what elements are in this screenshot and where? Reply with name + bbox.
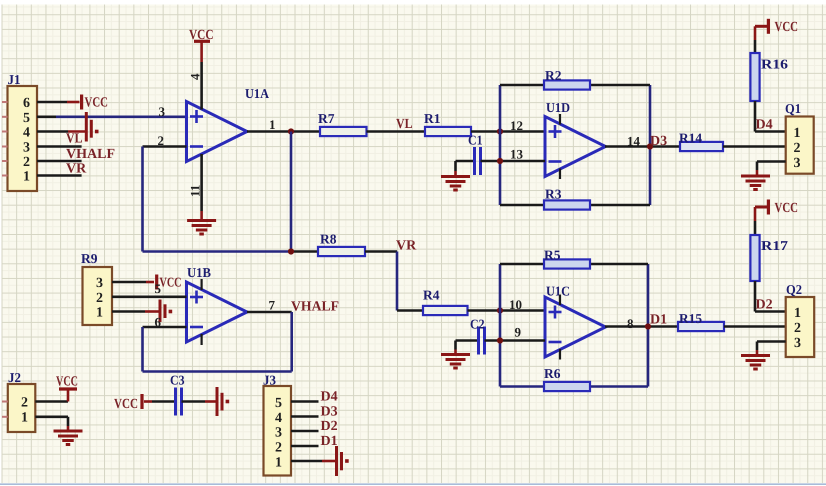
svg-text:D4: D4 (756, 118, 773, 133)
svg-text:10: 10 (509, 297, 522, 312)
svg-text:U1C: U1C (546, 284, 570, 299)
svg-text:D4: D4 (321, 390, 338, 405)
svg-text:U1A: U1A (245, 86, 269, 101)
svg-text:Q2: Q2 (786, 282, 802, 297)
svg-text:1: 1 (794, 126, 801, 141)
svg-text:3: 3 (275, 425, 282, 440)
svg-text:C1: C1 (468, 133, 483, 148)
svg-text:2: 2 (21, 396, 28, 411)
svg-text:8: 8 (627, 316, 634, 331)
svg-text:VCC: VCC (775, 201, 799, 216)
svg-text:13: 13 (510, 147, 524, 162)
svg-text:1: 1 (96, 306, 103, 321)
svg-text:1: 1 (21, 411, 28, 426)
svg-text:2: 2 (275, 440, 282, 455)
svg-text:3: 3 (794, 336, 801, 351)
svg-text:VHALF: VHALF (291, 300, 339, 315)
svg-text:VL: VL (66, 132, 83, 147)
svg-text:VCC: VCC (114, 397, 138, 412)
svg-text:R15: R15 (679, 311, 702, 326)
svg-text:2: 2 (96, 291, 103, 306)
svg-text:VCC: VCC (56, 375, 78, 390)
svg-text:3: 3 (96, 276, 103, 291)
svg-text:R5: R5 (544, 248, 561, 263)
svg-text:4: 4 (188, 73, 203, 80)
svg-text:J3: J3 (263, 373, 276, 388)
svg-text:U1B: U1B (187, 265, 211, 280)
svg-text:R2: R2 (545, 68, 562, 83)
svg-text:D1: D1 (650, 313, 667, 328)
svg-text:1: 1 (275, 455, 282, 470)
svg-text:R3: R3 (545, 187, 562, 202)
svg-text:D2: D2 (321, 419, 338, 434)
svg-text:D3: D3 (321, 405, 338, 420)
svg-text:VR: VR (396, 239, 417, 254)
svg-text:C3: C3 (170, 373, 185, 388)
svg-text:3: 3 (159, 104, 166, 119)
svg-text:3: 3 (23, 141, 30, 156)
svg-text:6: 6 (23, 96, 30, 111)
svg-text:2: 2 (158, 133, 165, 148)
svg-text:Q1: Q1 (785, 101, 801, 116)
svg-text:U1D: U1D (546, 100, 570, 115)
svg-text:J2: J2 (8, 370, 21, 385)
svg-text:R16: R16 (761, 57, 788, 72)
svg-text:4: 4 (275, 411, 282, 426)
svg-text:VCC: VCC (85, 96, 109, 111)
svg-text:12: 12 (510, 118, 523, 133)
svg-text:3: 3 (794, 156, 801, 171)
svg-text:6: 6 (155, 315, 162, 330)
svg-text:2: 2 (794, 141, 801, 156)
svg-text:1: 1 (794, 306, 801, 321)
svg-text:4: 4 (23, 126, 30, 141)
svg-text:VR: VR (66, 162, 87, 177)
svg-text:14: 14 (627, 134, 641, 149)
svg-text:R6: R6 (544, 366, 561, 381)
svg-text:2: 2 (23, 155, 30, 170)
svg-text:D3: D3 (650, 134, 667, 149)
svg-text:5: 5 (23, 111, 30, 126)
svg-text:5: 5 (155, 281, 162, 296)
svg-text:D2: D2 (756, 298, 773, 313)
svg-text:2: 2 (794, 321, 801, 336)
svg-text:7: 7 (269, 298, 276, 313)
svg-text:11: 11 (188, 185, 203, 197)
svg-text:1: 1 (269, 117, 276, 132)
svg-text:9: 9 (515, 325, 522, 340)
svg-text:D1: D1 (321, 434, 338, 449)
svg-text:R7: R7 (318, 111, 335, 126)
svg-text:VCC: VCC (189, 28, 214, 43)
svg-text:VCC: VCC (160, 275, 182, 290)
svg-text:R4: R4 (423, 288, 440, 303)
svg-text:C2: C2 (470, 317, 485, 332)
svg-text:R9: R9 (81, 251, 98, 266)
svg-text:R17: R17 (761, 238, 788, 253)
svg-text:VCC: VCC (775, 20, 799, 35)
svg-text:1: 1 (23, 170, 30, 185)
svg-text:R14: R14 (679, 131, 702, 146)
svg-text:5: 5 (275, 396, 282, 411)
svg-text:R8: R8 (320, 232, 337, 247)
svg-text:J1: J1 (8, 72, 21, 87)
svg-text:R1: R1 (424, 111, 441, 126)
svg-text:VHALF: VHALF (66, 147, 115, 162)
svg-text:VL: VL (396, 117, 413, 132)
